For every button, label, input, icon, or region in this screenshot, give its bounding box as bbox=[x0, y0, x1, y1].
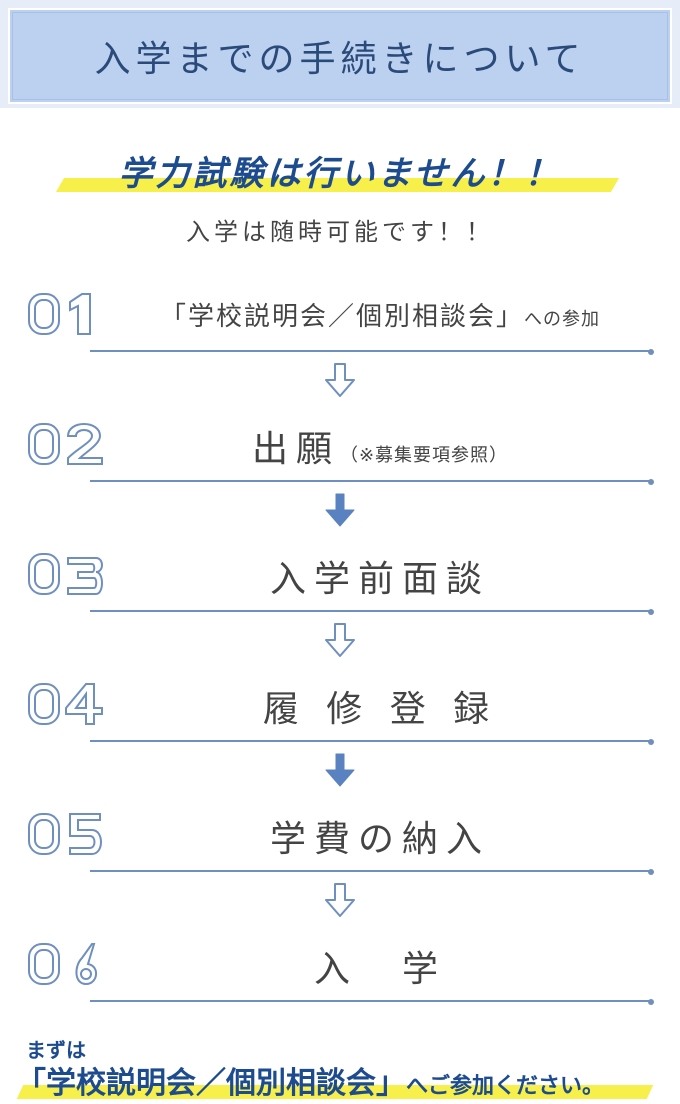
arrow-down-outline-icon bbox=[325, 883, 355, 917]
step-line-end-dot bbox=[648, 869, 654, 875]
step-03: 入学前面談 bbox=[0, 548, 680, 624]
step-label-main: 出願 bbox=[251, 429, 340, 470]
step-underline bbox=[90, 870, 651, 872]
step-number-05-icon bbox=[28, 813, 102, 855]
step-label-suffix: （※募集要項参照） bbox=[339, 445, 509, 466]
step-number-01-icon bbox=[28, 293, 91, 335]
header-title-box: 入学までの手続きについて bbox=[8, 8, 672, 104]
step-label-main: 入 学 bbox=[313, 949, 446, 990]
step-label: 履 修 登 録 bbox=[110, 680, 650, 732]
step-line-end-dot bbox=[648, 609, 654, 615]
step-05: 学費の納入 bbox=[0, 808, 680, 884]
footer-main-text: 「学校説明会／個別相談会」 bbox=[16, 1066, 406, 1101]
step-02: 出願（※募集要項参照） bbox=[0, 418, 680, 494]
step-number-02-icon bbox=[28, 423, 103, 465]
step-line-end-dot bbox=[648, 479, 654, 485]
step-label: 学費の納入 bbox=[110, 810, 650, 862]
arrow-down-outline-icon bbox=[325, 363, 355, 397]
step-underline bbox=[90, 740, 651, 742]
step-underline bbox=[90, 350, 651, 352]
step-label: 入学前面談 bbox=[110, 550, 650, 602]
step-underline bbox=[90, 610, 651, 612]
header-band: 入学までの手続きについて bbox=[0, 0, 680, 108]
step-number-03-icon bbox=[28, 553, 103, 595]
step-label-suffix: への参加 bbox=[524, 309, 600, 330]
step-label: 入 学 bbox=[110, 940, 650, 992]
arrow-down-outline-icon bbox=[325, 623, 355, 657]
step-label: 「学校説明会／個別相談会」への参加 bbox=[110, 296, 650, 333]
footer-lead: まずは bbox=[26, 1038, 86, 1062]
step-label-main: 学費の納入 bbox=[269, 819, 490, 860]
step-underline bbox=[90, 480, 651, 482]
step-number-06-icon bbox=[28, 943, 97, 986]
step-04: 履 修 登 録 bbox=[0, 678, 680, 754]
step-label-main: 履 修 登 録 bbox=[262, 689, 498, 730]
step-label-main: 「学校説明会／個別相談会」 bbox=[159, 302, 524, 332]
step-06: 入 学 bbox=[0, 938, 680, 1014]
step-line-end-dot bbox=[648, 739, 654, 745]
arrow-down-filled-icon bbox=[325, 753, 355, 787]
arrow-down-filled-icon bbox=[325, 493, 355, 527]
step-line-end-dot bbox=[648, 349, 654, 355]
headline: 学力試験は行いません！！ bbox=[118, 154, 562, 194]
step-01: 「学校説明会／個別相談会」への参加 bbox=[0, 288, 680, 364]
footer-call-to-action: 「学校説明会／個別相談会」へご参加ください。 bbox=[16, 1058, 676, 1102]
step-label-main: 入学前面談 bbox=[269, 559, 490, 600]
step-number-04-icon bbox=[28, 683, 103, 725]
subheadline: 入学は随時可能です！！ bbox=[186, 218, 494, 246]
step-underline bbox=[90, 1000, 651, 1002]
step-line-end-dot bbox=[648, 999, 654, 1005]
footer-suffix-text: へご参加ください。 bbox=[406, 1074, 605, 1099]
page-title: 入学までの手続きについて bbox=[94, 39, 586, 80]
step-label: 出願（※募集要項参照） bbox=[110, 420, 650, 472]
